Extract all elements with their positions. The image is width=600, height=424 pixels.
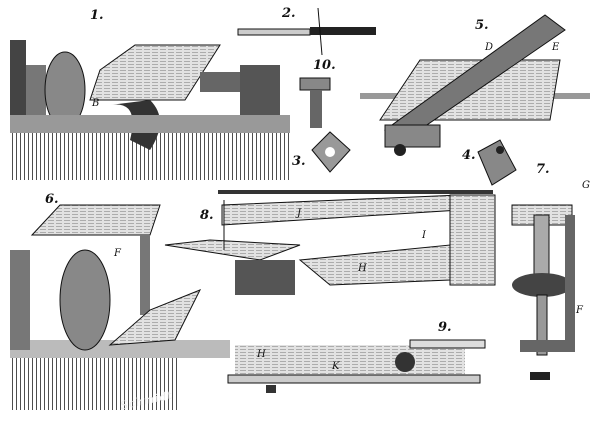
part-letter-g: G [582, 180, 590, 191]
figure-label-8: 8. [200, 208, 214, 223]
part-letter-j: J [297, 208, 302, 219]
figure-4-block [477, 139, 517, 186]
figure-label-4: 4. [462, 148, 476, 163]
figure-label-6: 6. [45, 192, 59, 207]
figure-label-10: 10. [313, 58, 336, 73]
figure-8-saw-frame [164, 190, 496, 295]
part-letter-d: D [485, 42, 494, 53]
figure-label-7: 7. [536, 162, 550, 177]
figure-label-5: 5. [475, 18, 489, 33]
part-letter-b: B [92, 98, 100, 109]
figure-3-block [311, 131, 351, 173]
figure-label-2: 2. [282, 6, 296, 21]
part-letter-f-fig7: F [576, 305, 583, 316]
figure-2-screw [237, 7, 376, 56]
figure-5-tilting-table [360, 14, 590, 156]
figure-10-clamp [299, 77, 331, 128]
figure-label-3: 3. [292, 154, 306, 169]
figure-label-1: 1. [90, 8, 104, 23]
part-letter-k: K [332, 361, 340, 372]
part-letter-i: I [422, 230, 426, 241]
figure-label-9: 9. [438, 320, 452, 335]
figure-9-lever [227, 339, 486, 393]
part-letter-f-fig6: F [114, 248, 121, 259]
figure-7-clamp [511, 204, 575, 380]
part-letter-h-fig8: H [358, 263, 367, 274]
part-letter-e: E [552, 42, 560, 53]
figure-6-grinding-rest [10, 204, 230, 410]
figure-1-lathe-table [10, 40, 290, 180]
part-letter-h-fig9: H [257, 349, 266, 360]
